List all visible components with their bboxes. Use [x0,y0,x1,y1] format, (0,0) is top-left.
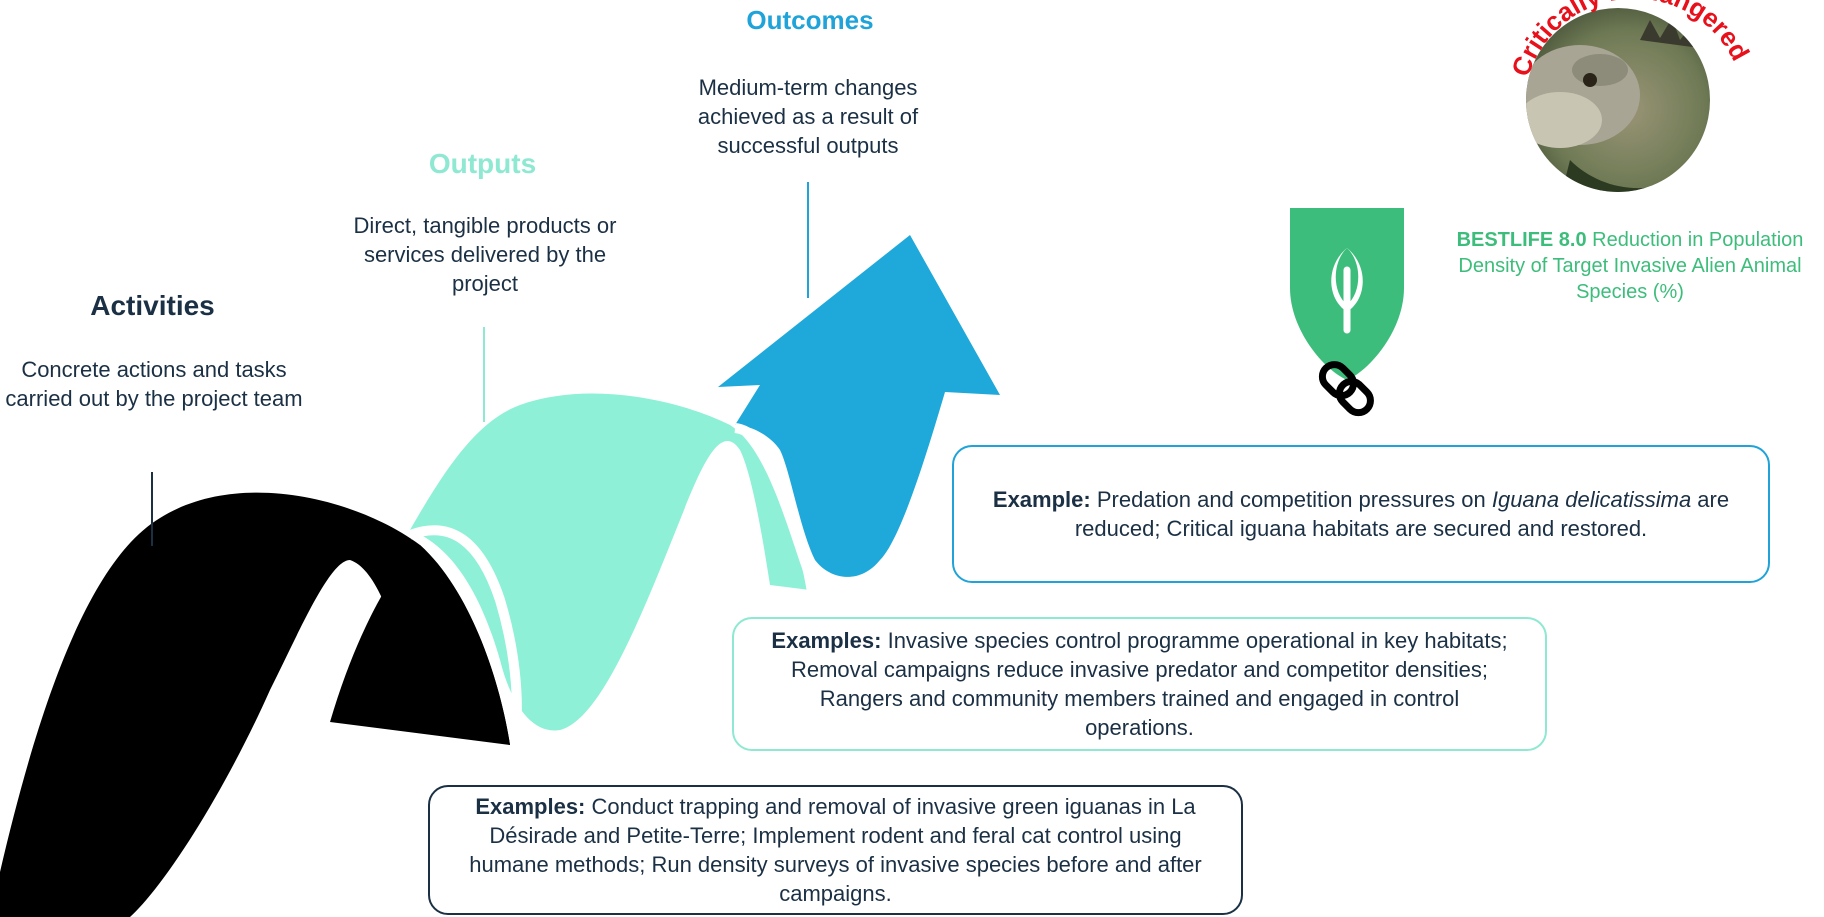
activities-title: Activities [90,290,215,321]
iguana-photo [1526,8,1710,192]
chain-link-icon [1318,361,1374,417]
indicator-caption: BESTLIFE 8.0 Reduction in Population Den… [1436,227,1824,305]
activities-fold [330,545,510,745]
outcomes-description: Medium-term changes achieved as a result… [697,75,919,158]
outcomes-arrow [718,235,1000,577]
outputs-example-label: Examples: [771,628,882,653]
outcomes-title: Outcomes [746,5,874,35]
outputs-title: Outputs [428,148,537,179]
indicator-text: Reduction in Population Density of Targe… [1458,229,1804,303]
activities-example-text: Conduct trapping and removal of invasive… [469,794,1202,906]
leaf-shield-icon [1290,208,1404,380]
activities-example-label: Examples: [475,794,586,819]
outcomes-example-label: Example: [992,487,1091,512]
species-name: Iguana delicatissima [1491,487,1692,512]
fold-separator-2 [734,423,817,593]
fold-separator-1 [408,525,522,741]
activities-example-box: Examples: Conduct trapping and removal o… [428,785,1243,915]
outputs-example-box: Examples: Invasive species control progr… [732,617,1547,751]
outputs-description: Direct, tangible products or services de… [353,213,617,296]
outcomes-example-text-after: are reduced; Critical iguana habitats ar… [1074,487,1730,541]
outputs-example-text: Invasive species control programme opera… [790,628,1508,740]
indicator-code: BESTLIFE 8.0 [1456,229,1587,251]
activities-description: Concrete actions and tasks carried out b… [5,357,303,411]
outcomes-example-box: Example: Predation and competition press… [952,445,1770,583]
outcomes-example-text-before: Predation and competition pressures on [1090,487,1492,512]
